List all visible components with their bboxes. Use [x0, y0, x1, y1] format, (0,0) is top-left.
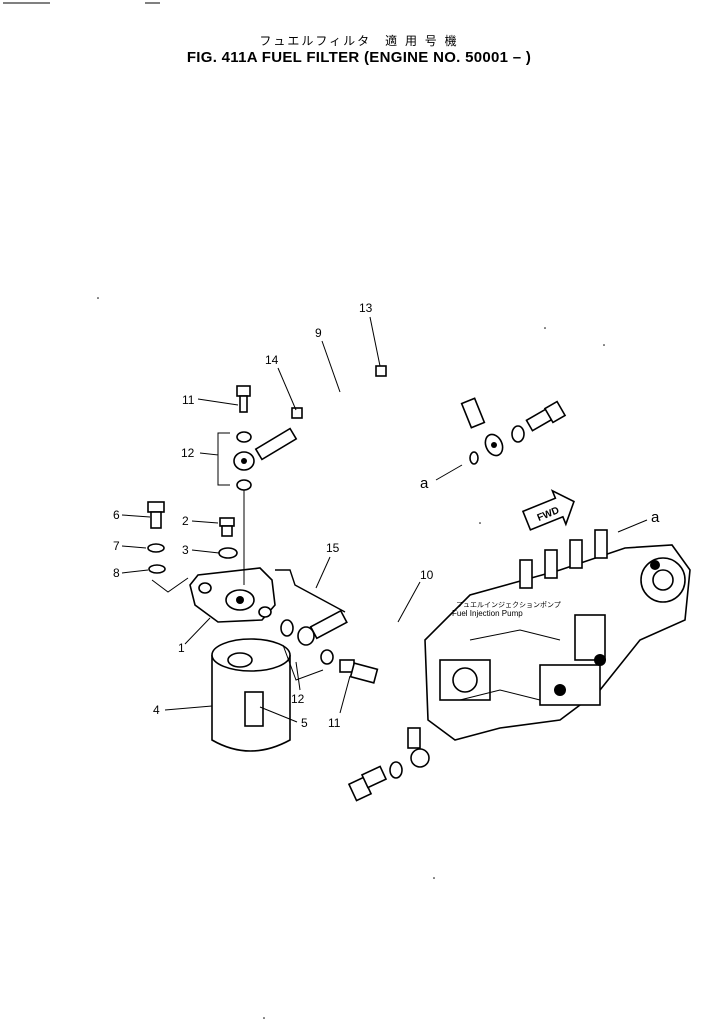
leader-lines: [121, 316, 648, 723]
figure-title: FIG. 411A FUEL FILTER (ENGINE NO. 50001 …: [186, 49, 532, 66]
reference-a-left: a: [420, 475, 429, 492]
forward-arrow: FWD: [521, 489, 575, 531]
label-10: 10: [420, 568, 434, 582]
banjo-bolt-bottom: [347, 761, 403, 802]
bracket-12-lower: [282, 644, 324, 681]
label-4: 4: [153, 703, 160, 717]
fuel-pipe-10: [297, 604, 430, 768]
part-labels: 11 12 6 2 7 3 8 1 4 5 14 9 13 15 10 11 1…: [113, 301, 660, 730]
banjo-bolt-11-lower: [339, 659, 379, 684]
filter-cartridge-4: [211, 638, 291, 752]
label-11-upper: 11: [182, 393, 195, 407]
scan-dot: [97, 297, 99, 299]
scan-dot: [433, 877, 435, 879]
title-japanese: フュエルフィルタ 適 用 号 機: [259, 34, 459, 48]
washer-12-lower-b: [320, 649, 334, 665]
banjo-bolt-right: [469, 400, 567, 465]
scan-dot: [263, 1017, 265, 1019]
label-5: 5: [301, 716, 308, 730]
fuel-injection-pump: [424, 529, 691, 741]
label-12-lower: 12: [291, 692, 305, 706]
pump-label-jp: フュエルインジェクションポンプ: [456, 601, 561, 609]
label-1: 1: [178, 641, 185, 655]
scan-dot: [603, 344, 605, 346]
banjo-bolt-11-upper: [236, 385, 252, 491]
label-9: 9: [315, 326, 322, 340]
filter-head-1: [189, 490, 276, 623]
label-8: 8: [113, 566, 120, 580]
pump-label-en: Fuel Injection Pump: [452, 609, 523, 618]
label-2: 2: [182, 514, 189, 528]
label-15: 15: [326, 541, 340, 555]
reference-a-right: a: [651, 509, 660, 526]
scan-dot: [479, 522, 481, 524]
washer-12-lower-a: [280, 619, 294, 637]
label-6: 6: [113, 508, 120, 522]
bolt-6: [147, 501, 189, 593]
pipe-15: [275, 569, 346, 613]
plug-2: [218, 517, 238, 559]
label-12-upper: 12: [181, 446, 195, 460]
label-13: 13: [359, 301, 373, 315]
fuel-pipe-9: [233, 349, 504, 471]
label-11-lower: 11: [328, 716, 341, 730]
scan-dot: [544, 327, 546, 329]
label-7: 7: [113, 539, 120, 553]
label-14: 14: [265, 353, 279, 367]
label-3: 3: [182, 543, 189, 557]
